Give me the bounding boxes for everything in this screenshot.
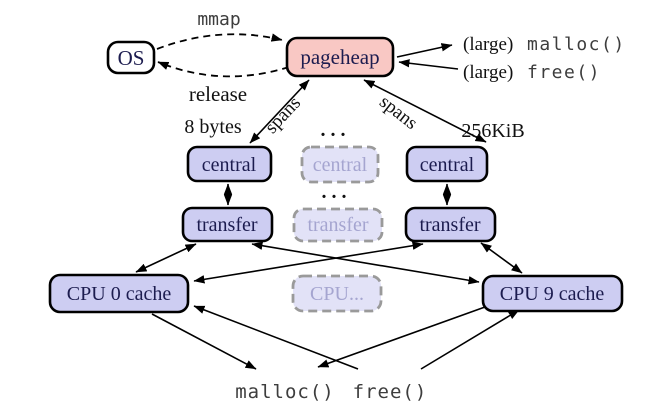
edge-large-free-to-pageheap xyxy=(398,59,459,70)
node-os-label: OS xyxy=(118,46,145,70)
label-large-malloc: malloc() xyxy=(527,34,626,55)
node-central-left xyxy=(186,145,273,183)
edge-cpu0-to-malloc xyxy=(151,313,257,370)
node-cpu0-cache xyxy=(48,273,190,314)
label-256kib: 256KiB xyxy=(461,120,524,142)
node-pageheap-label: pageheap xyxy=(300,45,379,69)
edge-pageheap-to-large-malloc xyxy=(396,43,453,58)
edge-transferR-cpu0 xyxy=(193,241,424,284)
ellipsis-transfer-row: . . . xyxy=(322,181,347,203)
label-spans-left: spans xyxy=(261,93,305,138)
edge-release-pageheap-to-os xyxy=(157,61,290,78)
edge-transferR-cpu9 xyxy=(480,242,523,274)
ellipsis-central-row: . . . xyxy=(321,119,346,141)
node-transfer-mid-label: transfer xyxy=(307,214,368,236)
node-cpu-mid-label: CPU... xyxy=(310,283,364,305)
edge-cpu9-to-malloc xyxy=(317,306,486,368)
node-central-right xyxy=(405,145,489,183)
node-transfer-mid-ghost xyxy=(292,207,384,243)
edge-mmap-os-to-pageheap xyxy=(156,33,283,50)
label-malloc-bottom: malloc() xyxy=(235,381,335,403)
label-mmap: mmap xyxy=(197,9,240,30)
node-central-mid-label: central xyxy=(313,154,368,176)
label-free-bottom: free() xyxy=(353,381,428,403)
label-release: release xyxy=(189,82,247,106)
label-large-free-prefix: (large) xyxy=(463,62,513,83)
node-cpu-mid-ghost xyxy=(291,274,383,313)
node-central-mid-ghost xyxy=(300,145,380,184)
edge-spans-right xyxy=(363,79,487,143)
edge-free-to-cpu0 xyxy=(193,305,359,370)
edge-transferL-cpu0 xyxy=(135,243,197,273)
node-transfer-left xyxy=(181,206,274,243)
node-cpu9-cache xyxy=(481,274,624,313)
node-transfer-right xyxy=(404,206,497,243)
label-large-malloc-prefix: (large) xyxy=(463,34,513,55)
label-8-bytes: 8 bytes xyxy=(184,116,241,138)
edge-spans-left xyxy=(249,79,310,144)
node-central-right-label: central xyxy=(420,154,475,176)
node-cpu9-cache-label: CPU 9 cache xyxy=(500,283,605,305)
label-large-free: free() xyxy=(527,62,601,83)
node-transfer-left-label: transfer xyxy=(196,214,257,236)
node-central-left-label: central xyxy=(202,154,257,176)
node-cpu0-cache-label: CPU 0 cache xyxy=(67,283,172,305)
node-transfer-right-label: transfer xyxy=(419,214,480,236)
node-os xyxy=(106,40,156,75)
edge-free-to-cpu9 xyxy=(420,309,520,370)
node-pageheap xyxy=(285,36,395,78)
